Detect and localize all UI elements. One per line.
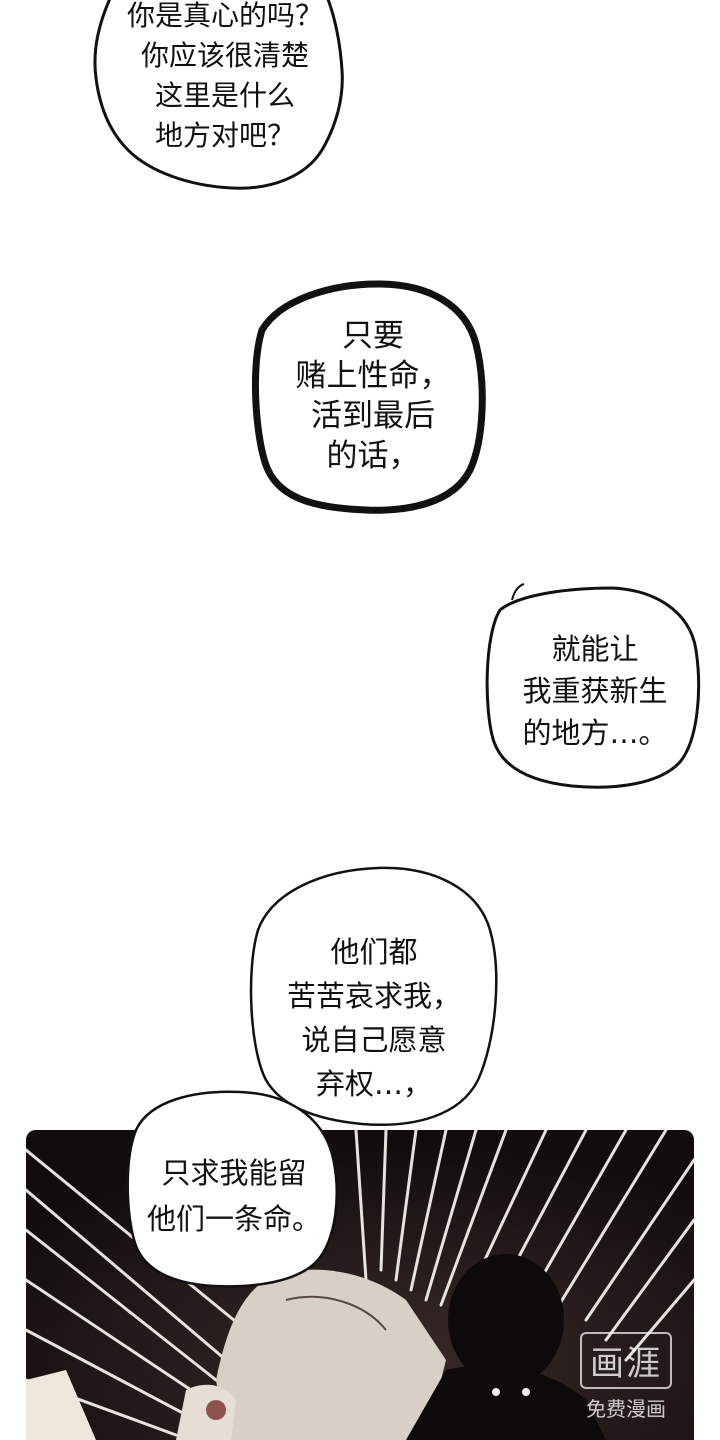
speech-bubble-1-outline [93, 0, 344, 190]
bubble-4-line-1: 他们都 [330, 935, 418, 969]
bubble-2-line-3: 活到最后 [311, 398, 435, 434]
bubble-5-line-2: 他们一条命。 [146, 1202, 321, 1236]
speech-bubble-4-outline [249, 866, 498, 1126]
bubble-5-line-1: 只求我能留 [161, 1156, 307, 1190]
bubble-4-line-3: 说自己愿意 [301, 1023, 447, 1057]
speech-bubble-5: 只求我能留 他们一条命。 [136, 1150, 332, 1242]
watermark: 画涯 免费漫画 [580, 1332, 672, 1422]
watermark-logo: 画涯 [580, 1332, 672, 1389]
bubble-1-line-1: 你是真心的吗？ [126, 0, 323, 32]
bubble-1-line-4: 地方对吧？ [154, 119, 295, 152]
bubble-2-line-4: 的话， [326, 438, 420, 474]
speech-bubble-3-outline [485, 586, 701, 789]
bubble-3-line-2: 我重获新生 [522, 674, 668, 708]
bubble-4-line-2: 苦苦哀求我， [286, 979, 461, 1013]
watermark-subtitle: 免费漫画 [586, 1397, 666, 1421]
speech-bubble-2-outline [251, 280, 486, 514]
manga-panel-illustration: 画涯 免费漫画 [26, 1130, 694, 1440]
speech-bubble-3: 就能让 我重获新生 的地方…。 [498, 628, 692, 754]
speech-bubble-1: 你是真心的吗？ 你应该很清楚 这里是什么 地方对吧？ [112, 0, 338, 156]
speech-bubble-4: 他们都 苦苦哀求我， 说自己愿意 弃权…， [268, 930, 480, 1106]
bubble-3-tail [511, 583, 525, 601]
bubble-1-line-2: 你应该很清楚 [140, 39, 309, 72]
speech-bubble-5-outline [126, 1090, 338, 1288]
bubble-4-line-4: 弃权…， [315, 1067, 432, 1101]
bubble-2-line-1: 只要 [342, 318, 404, 354]
bubble-1-line-3: 这里是什么 [154, 79, 295, 112]
speech-bubble-2: 只要 赌上性命， 活到最后 的话， [280, 316, 466, 476]
bubble-3-line-3: 的地方…。 [522, 716, 668, 750]
bubble-3-line-1: 就能让 [551, 632, 639, 666]
bubble-2-line-2: 赌上性命， [295, 358, 451, 394]
